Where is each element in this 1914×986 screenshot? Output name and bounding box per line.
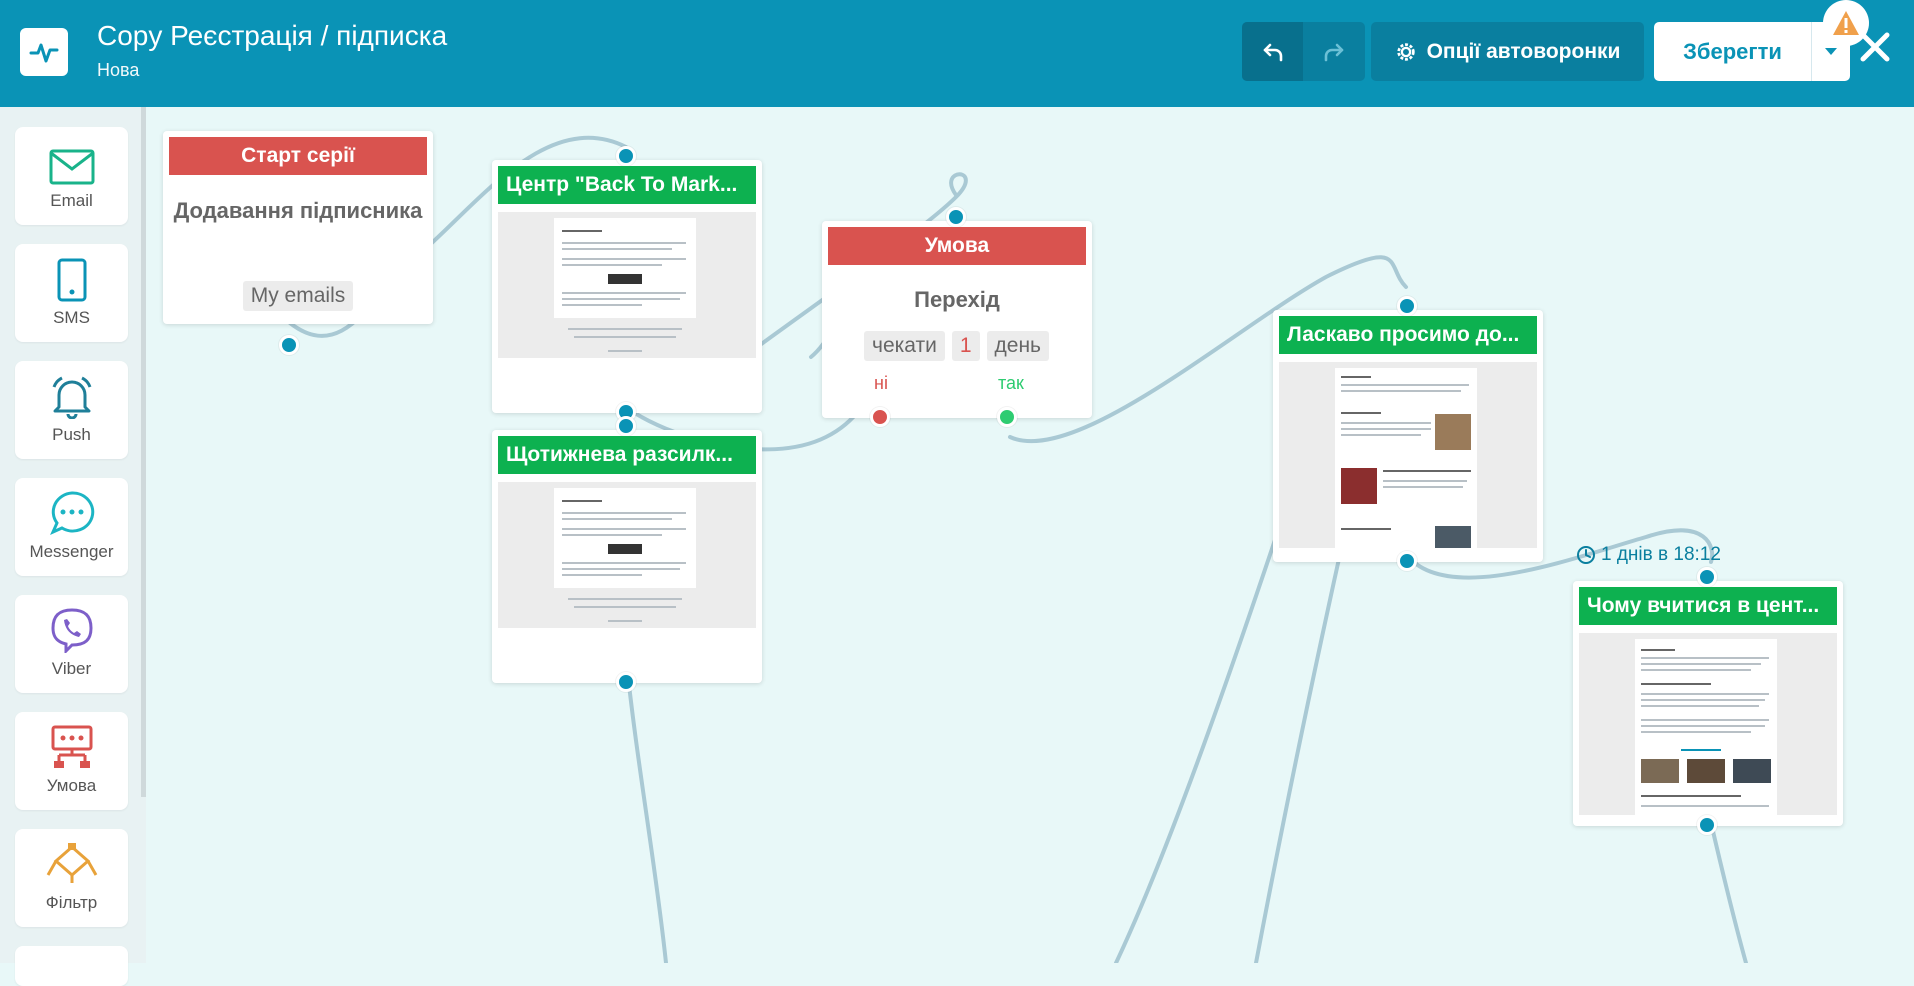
start-node-title: Старт серії (169, 137, 427, 175)
email2-preview-thumbnail (498, 482, 756, 628)
chevron-down-icon (1825, 47, 1837, 55)
viber-icon (50, 608, 93, 653)
close-button[interactable] (1858, 30, 1892, 69)
tool-messenger[interactable]: Messenger (15, 478, 128, 576)
email4-preview-thumbnail (1579, 633, 1837, 815)
connector-down-2 (1254, 525, 1348, 963)
condition-yes-port[interactable] (997, 407, 1017, 427)
condition-icon (51, 725, 92, 768)
tool-messenger-label: Messenger (29, 542, 114, 561)
start-output-port[interactable] (279, 335, 299, 355)
tool-condition[interactable]: Умова (15, 712, 128, 810)
email-node-welcome[interactable]: Ласкаво просимо до... (1273, 296, 1543, 571)
email-node-why-learn[interactable]: Чому вчитися в цент... (1573, 567, 1843, 835)
wait-chip: чекати (864, 331, 945, 361)
email4-preview-paper (1635, 639, 1777, 815)
connector-down-1 (1114, 505, 1288, 963)
start-node[interactable]: Старт серії Додавання підписника My emai… (163, 131, 433, 355)
connector-email2-down (624, 655, 668, 963)
bell-icon (52, 376, 91, 419)
email4-output-port[interactable] (1697, 815, 1717, 835)
flow-options-label: Опції автоворонки (1426, 39, 1621, 63)
flow-canvas[interactable]: Старт серії Додавання підписника My emai… (146, 107, 1914, 963)
save-dropdown-button[interactable] (1812, 22, 1850, 81)
filter-icon (46, 843, 97, 883)
start-node-list-wrap: My emails (163, 281, 433, 311)
history-buttons (1242, 22, 1365, 81)
connector-condition-in (758, 172, 968, 347)
save-button[interactable]: Зберегти (1654, 22, 1812, 81)
connection-lines (288, 135, 1748, 963)
wait-unit-chip: день (986, 331, 1050, 361)
connector-email4-down (1710, 825, 1748, 963)
delay-text: 1 днів в 18:12 (1601, 544, 1721, 565)
email3-preview-thumbnail (1279, 362, 1537, 548)
tool-viber[interactable]: Viber (15, 595, 128, 693)
gear-icon (1396, 42, 1415, 61)
subscriber-list-chip: My emails (242, 281, 354, 311)
clock-icon (1577, 546, 1595, 564)
close-icon (1860, 32, 1890, 62)
pulse-icon (29, 43, 59, 63)
condition-type: Перехід (914, 287, 1000, 312)
tool-push-label: Push (52, 425, 91, 444)
condition-input-port[interactable] (946, 207, 966, 227)
email2-input-port[interactable] (616, 416, 636, 436)
tool-filter-label: Фільтр (45, 893, 98, 912)
tool-condition-label: Умова (46, 776, 97, 795)
email2-preview-paper (554, 488, 696, 588)
email3-output-port[interactable] (1397, 551, 1417, 571)
tool-sms[interactable]: SMS (15, 244, 128, 342)
connector-yes-email3 (1008, 255, 1408, 444)
email3-preview-paper (1335, 368, 1477, 548)
condition-wait-row: чекати 1 день (864, 331, 1050, 361)
email2-output-port[interactable] (616, 672, 636, 692)
email2-title: Щотижнева разсилк... (498, 436, 756, 474)
save-button-group: Зберегти (1654, 22, 1850, 81)
envelope-icon (49, 149, 94, 185)
email-node-back-to-market[interactable]: Центр "Back To Mark... (492, 146, 762, 422)
tool-more[interactable] (15, 946, 128, 986)
condition-title: Умова (828, 227, 1086, 265)
email1-input-port[interactable] (616, 146, 636, 166)
tool-sms-label: SMS (53, 308, 90, 327)
email4-title: Чому вчитися в цент... (1579, 587, 1837, 625)
condition-no-label: ні (874, 373, 888, 393)
tool-email-label: Email (50, 191, 93, 210)
condition-no-port[interactable] (870, 407, 890, 427)
email1-preview-thumbnail (498, 212, 756, 358)
wait-count-chip: 1 (951, 331, 980, 361)
top-bar: Copy Реєстрація / підписка Нова Опції ав… (0, 0, 1914, 107)
sidebar-scrollbar[interactable] (141, 107, 146, 797)
tools-sidebar: Email SMS Push Messenger Viber (0, 107, 146, 986)
tool-push[interactable]: Push (15, 361, 128, 459)
undo-button[interactable] (1242, 22, 1303, 81)
warning-badge[interactable] (1823, 0, 1869, 46)
email4-input-port[interactable] (1697, 567, 1717, 587)
start-node-body: Додавання підписника (173, 198, 423, 223)
condition-yes-label: так (998, 373, 1024, 393)
email1-preview-paper (554, 218, 696, 318)
mobile-icon (57, 258, 86, 302)
app-logo[interactable] (20, 28, 68, 76)
tool-filter[interactable]: Фільтр (15, 829, 128, 927)
warning-icon (1833, 11, 1859, 35)
tool-email[interactable]: Email (15, 127, 128, 225)
flow-status: Нова (97, 60, 140, 80)
redo-button[interactable] (1303, 22, 1364, 81)
email3-title: Ласкаво просимо до... (1279, 316, 1537, 354)
redo-icon (1324, 43, 1343, 61)
flow-options-button[interactable]: Опції автоворонки (1371, 22, 1644, 81)
connector-email3-email4 (1404, 528, 1715, 580)
email3-input-port[interactable] (1397, 296, 1417, 316)
undo-icon (1263, 43, 1282, 61)
messenger-icon (49, 491, 94, 535)
flow-title[interactable]: Copy Реєстрація / підписка (97, 20, 448, 51)
delay-label[interactable]: 1 днів в 18:12 (1576, 544, 1721, 566)
condition-node[interactable]: Умова Перехід чекати 1 день ні так (822, 207, 1092, 427)
tool-viber-label: Viber (51, 659, 92, 678)
email1-title: Центр "Back To Mark... (498, 166, 756, 204)
email-node-weekly[interactable]: Щотижнева разсилк... (492, 416, 762, 692)
